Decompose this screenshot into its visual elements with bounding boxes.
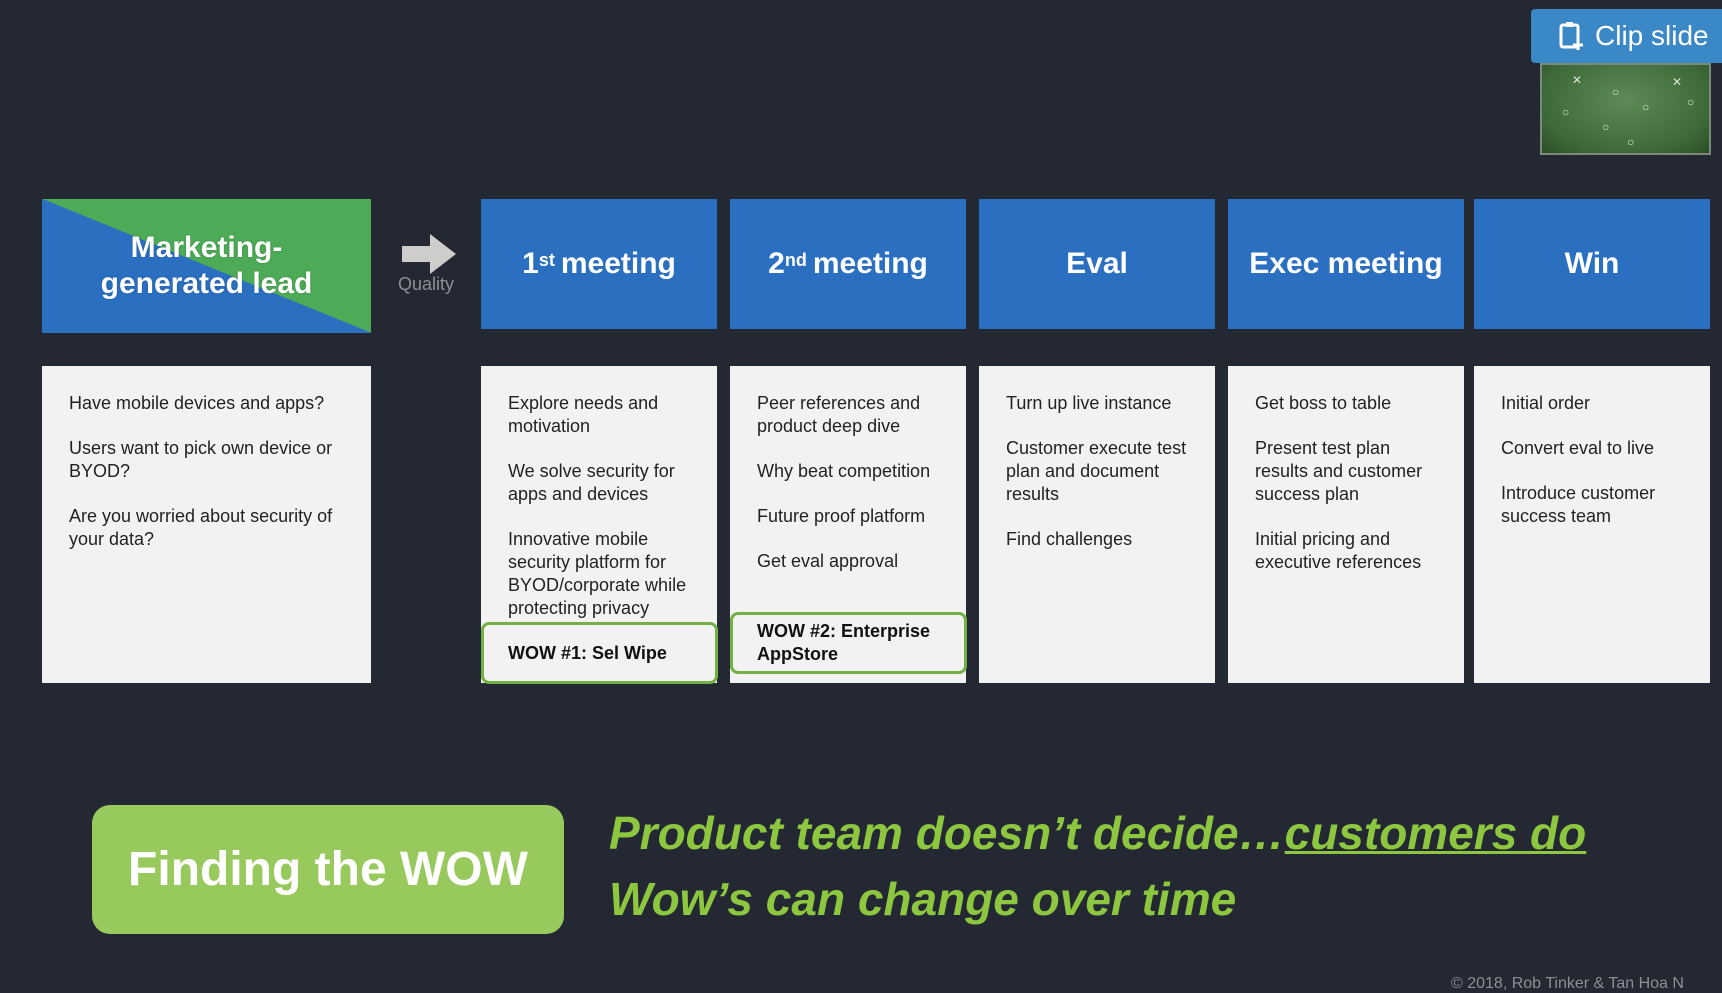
quality-label: Quality [397, 274, 455, 294]
lead-questions-card: Have mobile devices and apps? Users want… [42, 366, 371, 683]
list-item: Introduce customer success team [1501, 483, 1656, 526]
lead-title-line2: generated lead [100, 267, 313, 300]
list-item: Are you worried about security of your d… [69, 506, 333, 549]
lead-title-line1: Marketing- [130, 231, 283, 264]
slide-thumbnail[interactable]: ✕○○○✕○○○ [1540, 63, 1711, 155]
stage-header-exec-meeting: Exec meeting [1228, 199, 1464, 329]
list-item: Users want to pick own device or BYOD? [69, 438, 333, 481]
tagline-line2: Wow’s can change over time [609, 873, 1237, 925]
marketing-lead-box: Marketing-generated lead [42, 199, 371, 333]
clipboard-plus-icon [1559, 22, 1583, 50]
list-item: Initial pricing and executive references [1255, 529, 1422, 572]
tagline-line1: Product team doesn’t decide…customers do [609, 807, 1587, 859]
stage-header-win: Win [1474, 199, 1710, 329]
list-item: We solve security for apps and devices [508, 461, 675, 504]
list-item: Turn up live instance [1006, 393, 1172, 413]
exec-meeting-card: Get boss to table Present test plan resu… [1228, 366, 1464, 683]
list-item: Future proof platform [757, 506, 926, 526]
copyright-text: © 2018, Rob Tinker & Tan Hoa N [1451, 975, 1684, 992]
list-item: Convert eval to live [1501, 438, 1655, 458]
clip-slide-label: Clip slide [1595, 20, 1709, 51]
list-item: Why beat competition [757, 461, 931, 481]
wow-2-line2: AppStore [757, 644, 838, 664]
win-card: Initial order Convert eval to live Intro… [1474, 366, 1710, 683]
list-item: Peer references and product deep dive [757, 393, 921, 436]
list-item: Get boss to table [1255, 393, 1392, 413]
clip-slide-button[interactable]: Clip slide [1531, 9, 1722, 63]
wow-1-label: WOW #1: Sel Wipe [508, 642, 667, 663]
list-item: Innovative mobile security platform for … [508, 529, 687, 618]
list-item: Customer execute test plan and document … [1006, 438, 1187, 504]
list-item: Initial order [1501, 393, 1591, 413]
list-item: Find challenges [1006, 529, 1133, 549]
stage-header-eval: Eval [979, 199, 1215, 329]
list-item: Explore needs and motivation [508, 393, 659, 436]
wow-1-callout: WOW #1: Sel Wipe [481, 622, 718, 684]
list-item: Have mobile devices and apps? [69, 393, 325, 413]
eval-card: Turn up live instance Customer execute t… [979, 366, 1215, 683]
wow-2-line1: WOW #2: Enterprise [757, 621, 931, 641]
list-item: Present test plan results and customer s… [1255, 438, 1423, 504]
list-item: Get eval approval [757, 551, 899, 571]
arrow-right-icon [402, 234, 456, 274]
finding-the-wow-button: Finding the WOW [92, 805, 564, 934]
